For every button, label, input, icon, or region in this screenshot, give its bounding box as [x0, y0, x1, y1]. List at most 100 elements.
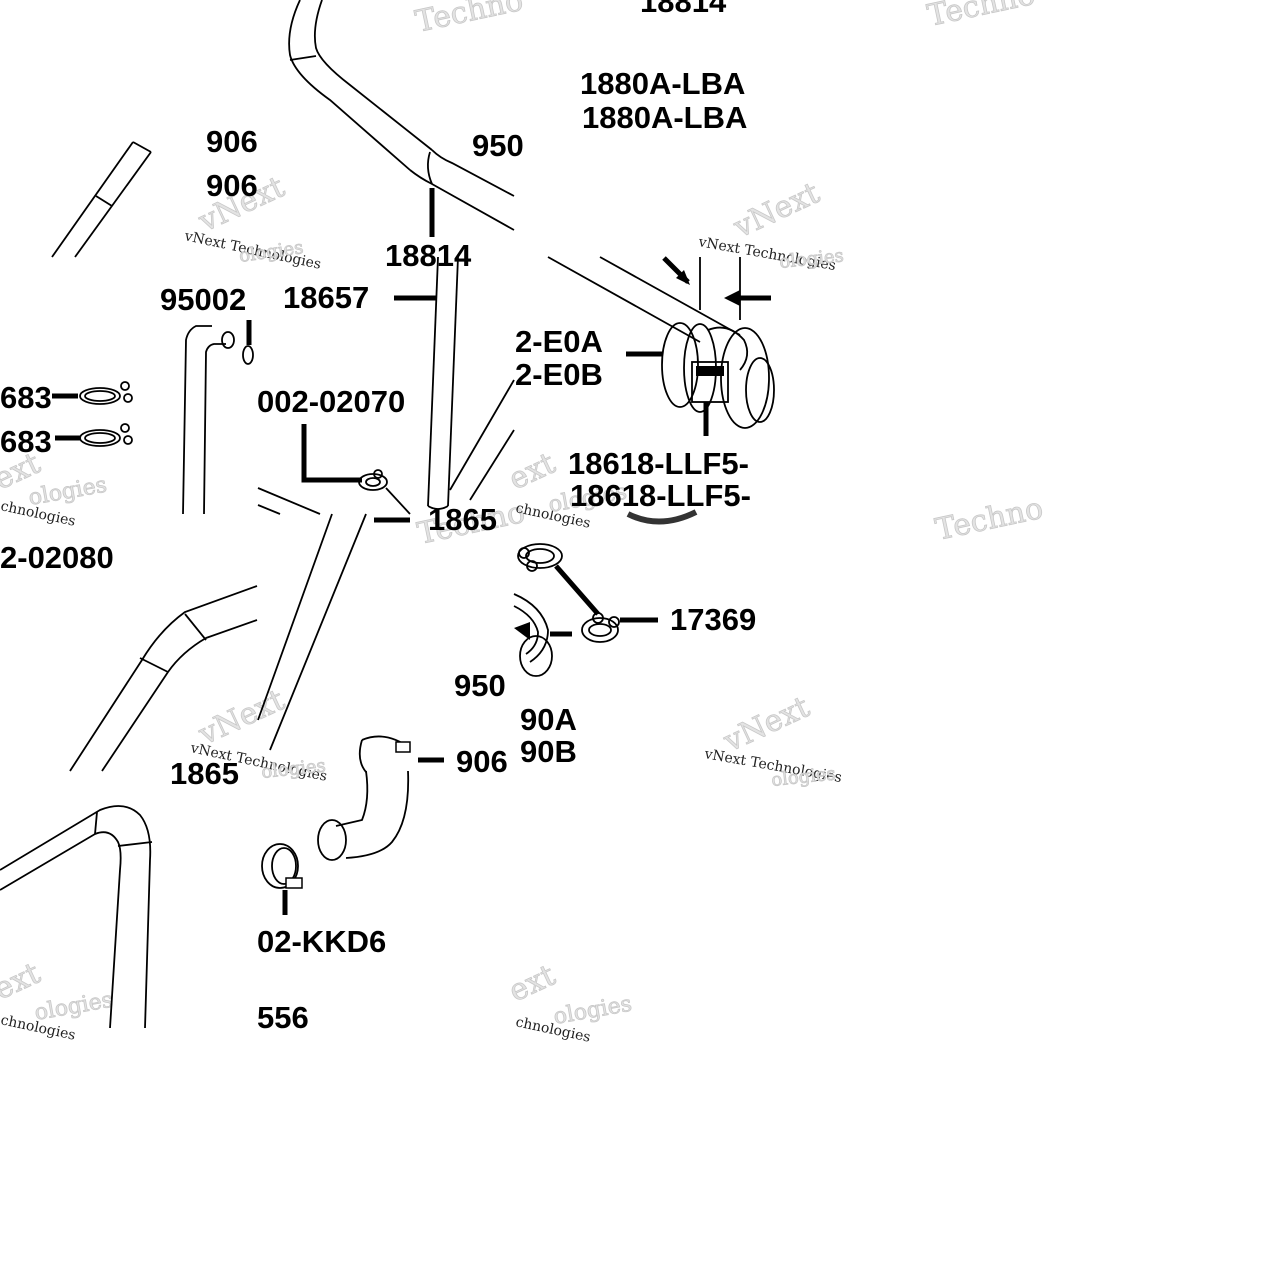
clamp-icon-inner [588, 623, 612, 637]
watermark-vnext-3: vNext [193, 683, 290, 753]
hose-joint [117, 841, 153, 847]
hose-line [51, 141, 134, 258]
clamp-band [358, 739, 367, 773]
clamp-icon [358, 473, 388, 491]
leader-thin [385, 487, 411, 515]
watermark-techno-2: Techno [924, 0, 1038, 34]
tile-lower-center [257, 513, 444, 773]
clamp-tab [518, 547, 530, 559]
arrow-head-icon [724, 290, 740, 306]
watermark-ologies-7: ologies [33, 988, 115, 1026]
hose-end [221, 331, 235, 349]
label-18814-mid: 18814 [385, 238, 472, 273]
clamp-screw-icon [395, 741, 411, 753]
label-2-e0a: 2-E0A [515, 324, 603, 359]
hose-joint [289, 55, 317, 61]
clamp-tab [123, 393, 133, 403]
hose-joint [95, 195, 113, 207]
tile-mid-left [52, 320, 254, 515]
watermark-techno-1: Techno [412, 0, 526, 40]
label-683-1: 683 [0, 380, 52, 415]
fitting-block [691, 361, 729, 403]
clamp-icon [517, 543, 563, 569]
clamp-icon-inner [84, 432, 116, 444]
clamp-icon [79, 429, 121, 447]
hose-end [427, 505, 449, 510]
hose-elbow-outer [335, 770, 369, 827]
hose-mouth [317, 819, 347, 861]
tile-lower-left [69, 585, 258, 772]
label-906-bottom: 906 [456, 744, 508, 779]
label-1880a-lba-2: 1880A-LBA [582, 100, 747, 135]
label-683-2: 683 [0, 424, 52, 459]
clamp-icon-inner [525, 548, 555, 564]
clamp-tab [120, 423, 130, 433]
hose-outer [547, 256, 701, 343]
tile-center [257, 256, 515, 515]
fitting-block-dark [696, 366, 724, 376]
label-18657: 18657 [283, 280, 369, 315]
watermark-ext-4: ext [504, 958, 561, 1009]
watermark-ext-2: ext [504, 446, 561, 497]
watermark-vnext-4: vNext [718, 690, 815, 760]
leader-line [301, 424, 362, 483]
label-95002: 95002 [160, 282, 246, 317]
hose-elbow-inner [345, 770, 410, 859]
clamp-icon [581, 617, 619, 643]
hose-line [257, 513, 333, 721]
hose-inner-2 [431, 149, 515, 197]
watermark-vnext-2: vNext [728, 176, 825, 246]
clamp-tab [373, 469, 383, 479]
part-labels: 18814 1880A-LBA 1880A-LBA 906 906 950 18… [0, 0, 756, 1035]
label-1880a-lba-1: 1880A-LBA [580, 66, 745, 101]
clamp-tab [120, 381, 130, 391]
hose-bend [707, 326, 749, 371]
tile-bottom-left [0, 805, 153, 1029]
hose-outer [288, 0, 411, 171]
label-90a: 90A [520, 702, 577, 737]
clamp-band-icon [626, 509, 698, 525]
label-906-2: 906 [206, 168, 258, 203]
clamp-icon-inner [365, 477, 381, 487]
clamp-tab [608, 616, 620, 628]
label-2-e0b: 2-E0B [515, 357, 603, 392]
hose-mouth [519, 635, 553, 677]
tile-lower-right [513, 543, 658, 677]
label-1865-bottom: 1865 [170, 756, 239, 791]
clamp-icon [79, 387, 121, 405]
frame-line [257, 487, 321, 515]
frame-line [257, 504, 281, 515]
hose-joint [184, 613, 207, 641]
hose-outer-2 [409, 169, 515, 231]
tile-mid-right [547, 256, 775, 525]
hose-inner [313, 0, 433, 151]
clamp-ring-inner [271, 847, 297, 885]
hose-end-inner [513, 605, 539, 655]
fitting-ring [661, 322, 699, 408]
leader-line [554, 564, 600, 616]
tile-top-left [51, 141, 152, 258]
clamp-screw-icon [285, 877, 303, 889]
label-17369: 17369 [670, 602, 756, 637]
hose-inner [599, 256, 741, 336]
tile-bottom-center [261, 770, 410, 915]
label-18618-llf5-2: 18618-LLF5- [570, 478, 751, 513]
arrow-head-icon [514, 622, 530, 640]
label-950-top: 950 [472, 128, 524, 163]
label-18814-top: 18814 [640, 0, 727, 19]
label-002-02070: 002-02070 [257, 384, 405, 419]
hose-outer [182, 325, 212, 515]
hose-bend [427, 151, 433, 185]
clamp-ring-icon [261, 843, 299, 889]
hose-inner [0, 831, 122, 1029]
hose-line [449, 379, 515, 491]
label-950-mid: 950 [454, 668, 506, 703]
hose-inner [447, 256, 459, 507]
label-556: 556 [257, 1000, 309, 1035]
clamp-tab [123, 435, 133, 445]
hose-end [132, 141, 152, 153]
clamp-icon [242, 345, 254, 365]
hose-outer [0, 805, 152, 1029]
